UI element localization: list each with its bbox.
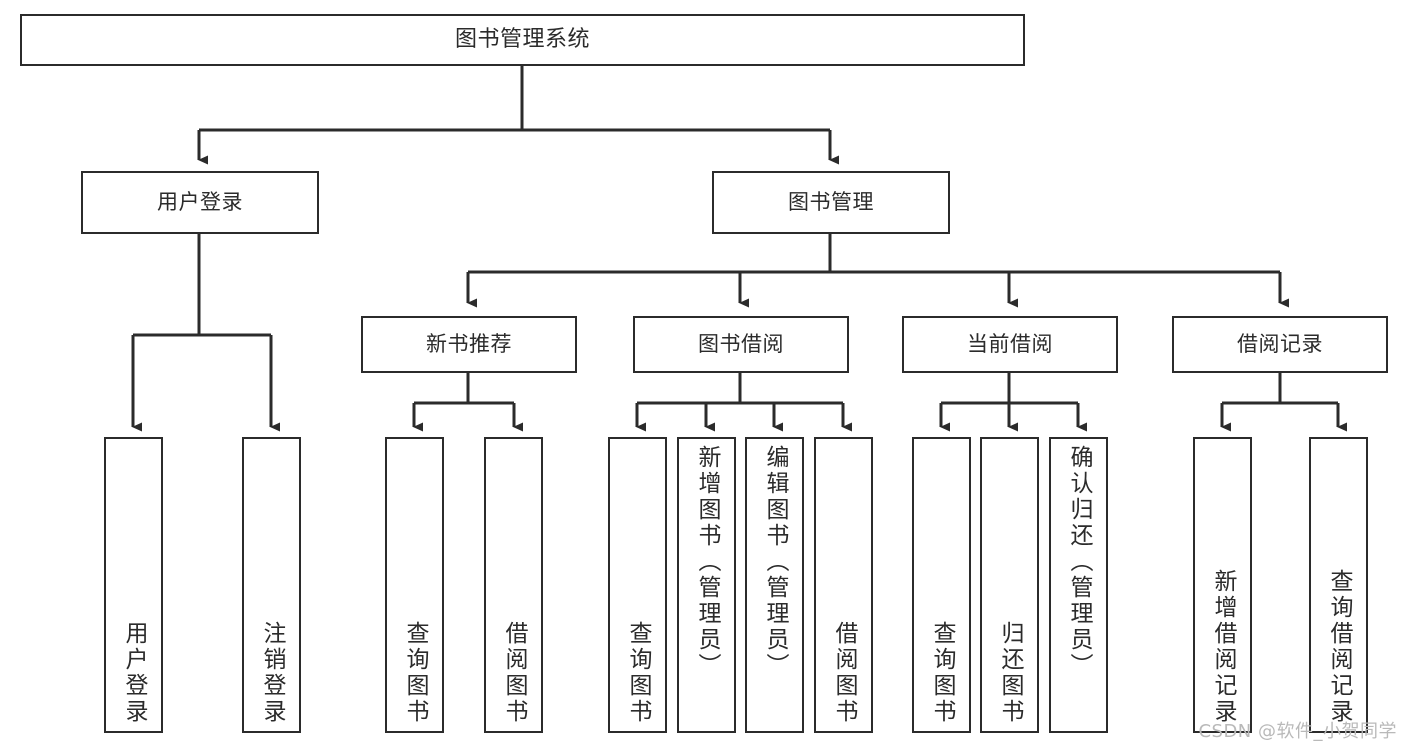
node-label: 图书借阅 <box>698 332 784 357</box>
leaf-borrow-record-add-record[interactable]: 新增借阅记录 <box>1193 437 1252 733</box>
node-label: 查询图书 <box>929 621 955 725</box>
node-label: 归还图书 <box>997 621 1023 725</box>
leaf-current-borrow-confirm-return-admin[interactable]: 确认归还（管理员） <box>1049 437 1108 733</box>
leaf-new-book-query-book[interactable]: 查询图书 <box>385 437 444 733</box>
node-user-login[interactable]: 用户登录 <box>81 171 319 234</box>
node-label: 编辑图书（管理员） <box>762 445 788 679</box>
leaf-book-borrow-edit-book-admin[interactable]: 编辑图书（管理员） <box>745 437 804 733</box>
leaf-borrow-record-query-record[interactable]: 查询借阅记录 <box>1309 437 1368 733</box>
leaf-book-borrow-borrow-book[interactable]: 借阅图书 <box>814 437 873 733</box>
node-label: 查询图书 <box>402 621 428 725</box>
leaf-book-borrow-add-book-admin[interactable]: 新增图书（管理员） <box>677 437 736 733</box>
node-borrow-record[interactable]: 借阅记录 <box>1172 316 1388 373</box>
node-label: 图书管理系统 <box>454 27 590 53</box>
leaf-current-borrow-return-book[interactable]: 归还图书 <box>980 437 1039 733</box>
node-label: 确认归还（管理员） <box>1066 445 1092 679</box>
node-label: 查询借阅记录 <box>1326 569 1352 725</box>
node-root-library-system[interactable]: 图书管理系统 <box>20 14 1025 66</box>
node-label: 注销登录 <box>259 621 285 725</box>
node-book-management[interactable]: 图书管理 <box>712 171 950 234</box>
node-label: 借阅图书 <box>831 621 857 725</box>
node-label: 借阅记录 <box>1237 332 1323 357</box>
node-label: 用户登录 <box>121 621 147 725</box>
node-label: 借阅图书 <box>501 621 527 725</box>
node-label: 当前借阅 <box>967 332 1053 357</box>
node-label: 新书推荐 <box>426 332 512 357</box>
leaf-user-login-login[interactable]: 用户登录 <box>104 437 163 733</box>
node-new-book-recommend[interactable]: 新书推荐 <box>361 316 577 373</box>
node-label: 用户登录 <box>157 190 243 215</box>
leaf-book-borrow-query-book[interactable]: 查询图书 <box>608 437 667 733</box>
watermark-text: CSDN @软件_小贺同学 <box>1198 721 1397 742</box>
node-label: 查询图书 <box>625 621 651 725</box>
leaf-user-login-logout[interactable]: 注销登录 <box>242 437 301 733</box>
node-label: 新增图书（管理员） <box>694 445 720 679</box>
node-label: 新增借阅记录 <box>1210 569 1236 725</box>
node-current-borrow[interactable]: 当前借阅 <box>902 316 1118 373</box>
leaf-current-borrow-query-book[interactable]: 查询图书 <box>912 437 971 733</box>
node-label: 图书管理 <box>788 190 874 215</box>
leaf-new-book-borrow-book[interactable]: 借阅图书 <box>484 437 543 733</box>
node-book-borrow[interactable]: 图书借阅 <box>633 316 849 373</box>
